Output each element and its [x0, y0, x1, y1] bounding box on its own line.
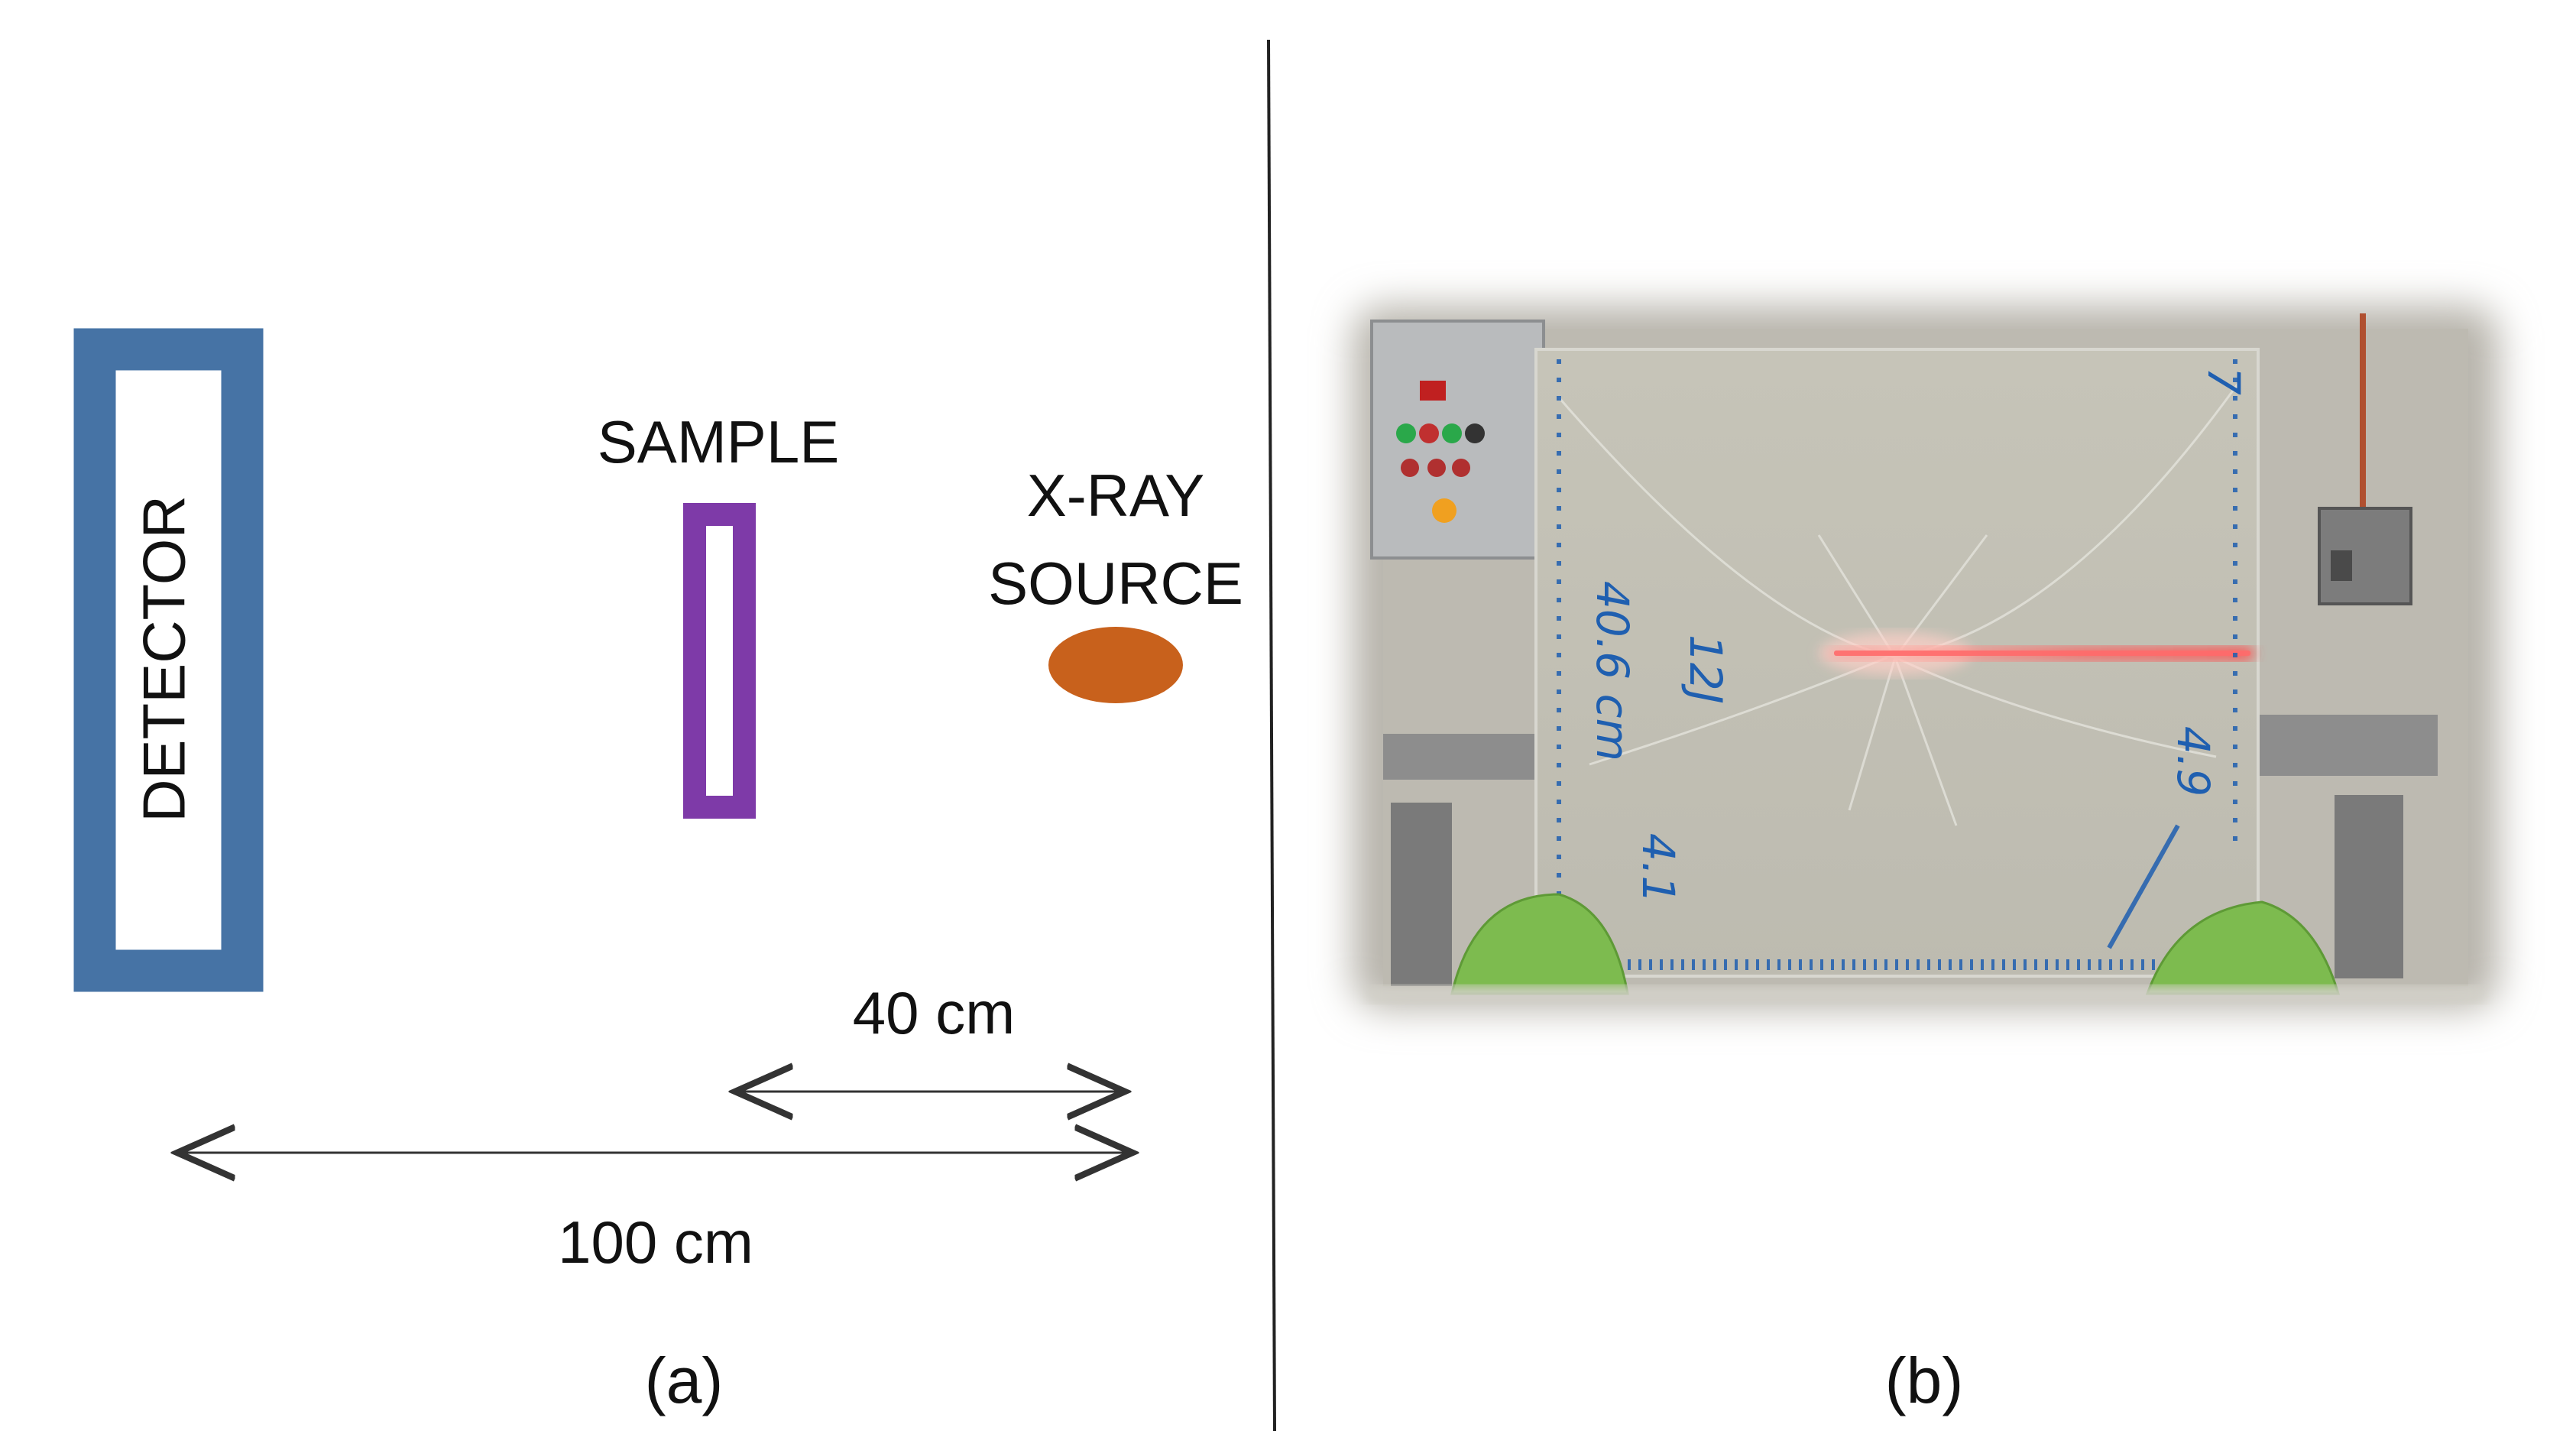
panel-a: DETECTOR SAMPLE X-RAY SOURCE 40 cm 100 c… [73, 328, 1243, 1416]
distance-short: 40 cm [735, 979, 1125, 1092]
table-edge [1368, 986, 2484, 1003]
putty-left [1450, 893, 1629, 995]
xray-source: X-RAY SOURCE [988, 462, 1243, 703]
source-dot [1048, 627, 1183, 703]
caption-b: (b) [1885, 1345, 1964, 1416]
detector-frame [73, 328, 264, 992]
handwriting-41: 4.1 [1632, 833, 1684, 904]
wall-switch [2318, 313, 2412, 605]
clamp-right [2335, 795, 2403, 978]
caption-a: (a) [645, 1345, 724, 1416]
handwriting-12j: 12J [1680, 634, 1732, 704]
photo: 12J 40.6 cm 4.1 4.9 7 [1353, 306, 2499, 1009]
sample-frame [683, 503, 756, 819]
source-label-line1: X-RAY [1027, 462, 1205, 529]
source-label-line2: SOURCE [988, 550, 1243, 617]
sample-label: SAMPLE [598, 408, 839, 475]
distance-long: 100 cm [177, 1153, 1132, 1276]
handwriting-7: 7 [2198, 367, 2250, 395]
handwriting-length: 40.6 cm [1586, 581, 1638, 761]
panel-divider [1267, 39, 1276, 1432]
putty-right [2145, 900, 2341, 995]
handwriting-49: 4.9 [2167, 726, 2219, 796]
marker-edges [1557, 359, 2247, 970]
panel-b: 12J 40.6 cm 4.1 4.9 7 (b) [1353, 306, 2499, 1416]
clamp-left [1391, 803, 1452, 986]
sample: SAMPLE [598, 408, 839, 819]
control-panel [1370, 320, 1545, 560]
detector: DETECTOR [73, 328, 264, 992]
rail-right [2254, 715, 2438, 776]
distance-short-label: 40 cm [853, 979, 1015, 1046]
distance-long-label: 100 cm [558, 1209, 753, 1276]
glass-plate: 12J 40.6 cm 4.1 4.9 7 [1534, 348, 2260, 978]
detector-label: DETECTOR [131, 495, 198, 822]
